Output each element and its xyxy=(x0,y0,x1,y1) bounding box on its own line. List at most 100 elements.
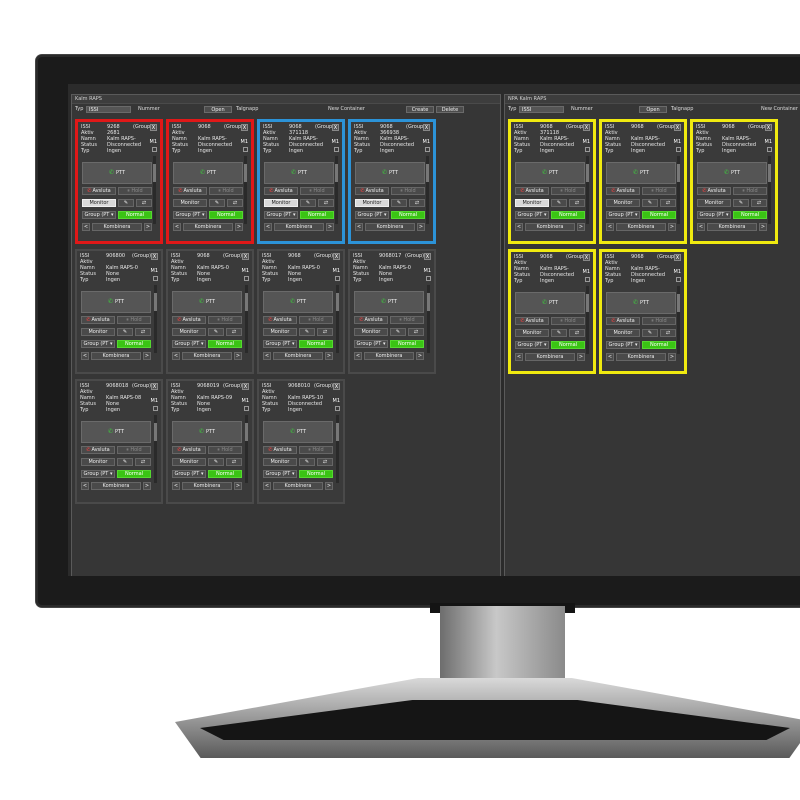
link-icon[interactable]: ⇄ xyxy=(136,199,152,207)
prev-button[interactable]: < xyxy=(606,353,614,361)
link-icon[interactable]: ⇄ xyxy=(409,199,425,207)
link-icon[interactable]: ⇄ xyxy=(135,458,151,466)
volume-slider[interactable] xyxy=(677,156,680,224)
normal-mode-button[interactable]: Normal xyxy=(642,211,676,219)
normal-mode-button[interactable]: Normal xyxy=(642,341,676,349)
m1-checkbox[interactable] xyxy=(426,276,431,281)
next-button[interactable]: > xyxy=(326,223,334,231)
avsluta-button[interactable]: ✆Avsluta xyxy=(82,187,116,195)
m1-checkbox[interactable] xyxy=(585,277,590,282)
hold-button[interactable]: ⏸ Hold xyxy=(300,187,334,195)
monitor-button[interactable]: Monitor xyxy=(515,199,549,207)
hold-button[interactable]: ⏸ Hold xyxy=(208,446,242,454)
volume-slider[interactable] xyxy=(244,156,247,224)
hold-button[interactable]: ⏸ Hold xyxy=(391,187,425,195)
normal-mode-button[interactable]: Normal xyxy=(299,470,333,478)
kombinera-button[interactable]: Kombinera xyxy=(616,353,666,361)
next-button[interactable]: > xyxy=(144,223,152,231)
next-button[interactable]: > xyxy=(577,353,585,361)
link-icon[interactable]: ⇄ xyxy=(317,328,333,336)
edit-icon[interactable]: ✎ xyxy=(299,458,315,466)
m1-checkbox[interactable] xyxy=(676,277,681,282)
ptt-button[interactable]: ✆PTT xyxy=(354,291,424,313)
normal-mode-button[interactable]: Normal xyxy=(551,341,585,349)
hold-button[interactable]: ⏸ Hold xyxy=(551,187,585,195)
volume-slider[interactable] xyxy=(154,285,157,353)
ptt-button[interactable]: ✆PTT xyxy=(81,421,151,443)
prev-button[interactable]: < xyxy=(697,223,705,231)
normal-mode-button[interactable]: Normal xyxy=(208,470,242,478)
ptt-button[interactable]: ✆PTT xyxy=(81,291,151,313)
prev-button[interactable]: < xyxy=(172,352,180,360)
group-select[interactable]: Group (PT ▾ xyxy=(697,211,731,219)
group-select[interactable]: Group (PT ▾ xyxy=(355,211,389,219)
close-button[interactable]: X xyxy=(151,253,158,260)
prev-button[interactable]: < xyxy=(263,482,271,490)
ptt-button[interactable]: ✆PTT xyxy=(172,421,242,443)
group-select[interactable]: Group (PT ▾ xyxy=(172,340,206,348)
prev-button[interactable]: < xyxy=(172,482,180,490)
hold-button[interactable]: ⏸ Hold xyxy=(117,316,151,324)
next-button[interactable]: > xyxy=(234,352,242,360)
volume-slider[interactable] xyxy=(245,285,248,353)
prev-button[interactable]: < xyxy=(173,223,181,231)
link-icon[interactable]: ⇄ xyxy=(569,199,585,207)
group-select[interactable]: Group (PT ▾ xyxy=(515,341,549,349)
monitor-button[interactable]: Monitor xyxy=(515,329,549,337)
close-button[interactable]: X xyxy=(242,253,249,260)
next-button[interactable]: > xyxy=(668,223,676,231)
group-select[interactable]: Group (PT ▾ xyxy=(264,211,298,219)
monitor-button[interactable]: Monitor xyxy=(606,199,640,207)
next-button[interactable]: > xyxy=(668,353,676,361)
volume-slider[interactable] xyxy=(426,156,429,224)
prev-button[interactable]: < xyxy=(263,352,271,360)
hold-button[interactable]: ⏸ Hold xyxy=(390,316,424,324)
volume-slider[interactable] xyxy=(335,156,338,224)
group-select[interactable]: Group (PT ▾ xyxy=(263,340,297,348)
group-select[interactable]: Group (PT ▾ xyxy=(173,211,207,219)
monitor-button[interactable]: Monitor xyxy=(81,458,115,466)
edit-icon[interactable]: ✎ xyxy=(391,199,407,207)
volume-slider[interactable] xyxy=(336,285,339,353)
prev-button[interactable]: < xyxy=(355,223,363,231)
m1-checkbox[interactable] xyxy=(425,147,430,152)
hold-button[interactable]: ⏸ Hold xyxy=(117,446,151,454)
kombinera-button[interactable]: Kombinera xyxy=(707,223,757,231)
volume-slider[interactable] xyxy=(586,286,589,354)
normal-mode-button[interactable]: Normal xyxy=(300,211,334,219)
kombinera-button[interactable]: Kombinera xyxy=(273,482,323,490)
monitor-button[interactable]: Monitor xyxy=(264,199,298,207)
avsluta-button[interactable]: ✆Avsluta xyxy=(697,187,731,195)
kombinera-button[interactable]: Kombinera xyxy=(273,352,323,360)
kombinera-button[interactable]: Kombinera xyxy=(183,223,233,231)
normal-mode-button[interactable]: Normal xyxy=(117,340,151,348)
close-button[interactable]: X xyxy=(583,124,590,131)
create-button[interactable]: Create xyxy=(406,106,434,113)
hold-button[interactable]: ⏸ Hold xyxy=(299,316,333,324)
monitor-button[interactable]: Monitor xyxy=(263,458,297,466)
normal-mode-button[interactable]: Normal xyxy=(551,211,585,219)
m1-checkbox[interactable] xyxy=(153,406,158,411)
next-button[interactable]: > xyxy=(417,223,425,231)
edit-icon[interactable]: ✎ xyxy=(642,199,658,207)
avsluta-button[interactable]: ✆Avsluta xyxy=(81,446,115,454)
next-button[interactable]: > xyxy=(143,352,151,360)
ptt-button[interactable]: ✆PTT xyxy=(82,162,152,184)
close-button[interactable]: X xyxy=(423,124,430,131)
edit-icon[interactable]: ✎ xyxy=(209,199,225,207)
kombinera-button[interactable]: Kombinera xyxy=(182,482,232,490)
normal-mode-button[interactable]: Normal xyxy=(209,211,243,219)
link-icon[interactable]: ⇄ xyxy=(569,329,585,337)
prev-button[interactable]: < xyxy=(82,223,90,231)
close-button[interactable]: X xyxy=(151,383,158,390)
kombinera-button[interactable]: Kombinera xyxy=(92,223,142,231)
